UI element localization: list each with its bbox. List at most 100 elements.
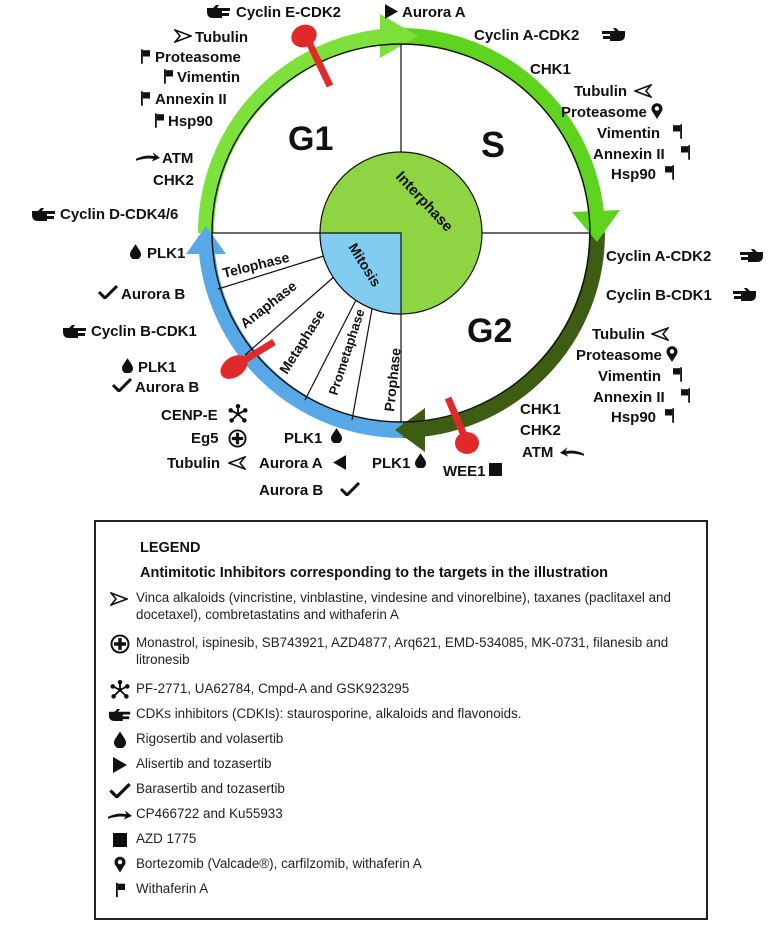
legend-box: LEGEND Antimitotic Inhibitors correspond… <box>94 520 708 920</box>
proteasome-label-s: Proteasome <box>561 104 647 121</box>
divider-prometa-pro <box>351 308 373 421</box>
s-arrowhead <box>572 210 620 242</box>
drop-icon <box>122 358 133 373</box>
cyclin-d-label: Cyclin D-CDK4/6 <box>60 206 178 223</box>
checkmark-icon <box>112 378 132 392</box>
legend-subtitle: Antimitotic Inhibitors corresponding to … <box>140 565 609 581</box>
pointing-hand-icon <box>32 208 55 221</box>
legend-item: CDKs inhibitors (CDKIs): staurosporine, … <box>108 705 698 725</box>
legend-item-text: Vinca alkaloids (vincristine, vinblastin… <box>136 590 671 622</box>
drop-icon <box>331 428 342 443</box>
divider-meta-prometa <box>304 299 357 401</box>
drop-icon <box>114 731 126 748</box>
cenp-e-label: CENP-E <box>161 407 218 424</box>
chk1-label-s: CHK1 <box>530 61 571 78</box>
proteasome-label-g1: Proteasome <box>155 49 241 66</box>
drop-icon <box>415 453 426 468</box>
atm-label-g2: ATM <box>522 444 553 461</box>
open-triangle-icon <box>651 327 669 341</box>
metaphase-label: Metaphase <box>276 307 328 377</box>
checkmark-icon <box>340 482 360 496</box>
tubulin-label-g2: Tubulin <box>592 326 645 343</box>
filled-triangle-icon <box>385 4 398 19</box>
legend-item: Rigosertib and volasertib <box>108 730 698 750</box>
circle-plus-icon <box>228 429 247 448</box>
mitosis-arrowhead <box>186 226 226 254</box>
legend-item: Monastrol, ispinesib, SB743921, AZD4877,… <box>108 634 698 668</box>
annexin-label-g2: Annexin II <box>593 389 665 406</box>
mitosis-phase-arc <box>198 235 404 438</box>
map-pin-icon <box>666 346 678 362</box>
cyclin-b-cdk1-label-g2: Cyclin B-CDK1 <box>606 287 712 304</box>
pointing-hand-icon <box>733 288 756 301</box>
s-label: S <box>481 124 505 165</box>
tubulin-label-s: Tubulin <box>574 83 627 100</box>
cyclin-a-cdk2-label-top: Cyclin A-CDK2 <box>474 27 579 44</box>
vimentin-label-s: Vimentin <box>597 125 660 142</box>
legend-item: PF-2771, UA62784, Cmpd-A and GSK923295 <box>108 680 698 700</box>
tubulin-label-left: Tubulin <box>167 455 220 472</box>
plk1-label-left: PLK1 <box>147 245 185 262</box>
inhibitor-mitosis <box>220 339 276 379</box>
flag-icon <box>673 124 682 139</box>
annexin-label-s: Annexin II <box>593 146 665 163</box>
aurora-b-label-bottom: Aurora B <box>259 482 323 499</box>
divider-telo-ana <box>217 254 328 290</box>
telophase-label: Telophase <box>221 249 291 281</box>
open-triangle-icon <box>228 456 246 470</box>
flag-icon <box>116 882 125 898</box>
cyclin-a-cdk2-label-g2: Cyclin A-CDK2 <box>606 248 711 265</box>
legend-item-text: AZD 1775 <box>136 831 197 846</box>
divider-ana-meta <box>244 274 337 356</box>
pointing-hand-icon <box>108 708 131 721</box>
g2-arrowhead <box>395 408 425 452</box>
pointing-hand-icon <box>63 325 86 338</box>
vimentin-label-g2: Vimentin <box>598 368 661 385</box>
legend-item: AZD 1775 <box>108 830 698 850</box>
square-icon <box>113 833 127 847</box>
vimentin-label-g1: Vimentin <box>177 69 240 86</box>
pointing-hand-icon <box>740 249 763 262</box>
filled-triangle-icon <box>333 455 346 470</box>
wee1-label: WEE1 <box>443 463 486 480</box>
g1-phase-arc <box>198 28 401 234</box>
g2-label: G2 <box>467 312 512 350</box>
legend-item: Vinca alkaloids (vincristine, vinblastin… <box>108 589 698 623</box>
chk2-label-g2: CHK2 <box>520 422 561 439</box>
open-triangle-icon <box>634 84 652 98</box>
flag-icon <box>665 408 674 423</box>
aurora-b-label-left: Aurora B <box>121 286 185 303</box>
cell-cycle-diagram: G1 S G2 Interphase Mitosis Telophase Ana… <box>32 4 763 499</box>
cyclin-b-cdk1-label-left: Cyclin B-CDK1 <box>91 323 197 340</box>
star-burst-icon <box>228 404 248 424</box>
legend-heading: LEGEND <box>140 540 201 556</box>
legend-item: CP466722 and Ku55933 <box>108 805 698 825</box>
g2-phase-arc <box>402 232 605 438</box>
tubulin-label-g1: Tubulin <box>195 29 248 46</box>
map-pin-icon <box>114 856 126 873</box>
legend-item-text: PF-2771, UA62784, Cmpd-A and GSK923295 <box>136 681 410 696</box>
inhibitor-g1 <box>291 24 334 88</box>
map-pin-icon <box>651 103 663 119</box>
prometaphase-label: Prometaphase <box>326 307 368 397</box>
flag-icon <box>665 165 674 180</box>
hsp90-label-g2: Hsp90 <box>611 409 656 426</box>
filled-triangle-icon <box>113 757 127 773</box>
open-triangle-icon <box>174 29 192 43</box>
atm-label-g1: ATM <box>162 150 193 167</box>
pointing-hand-icon <box>207 5 230 18</box>
hsp90-label-s: Hsp90 <box>611 166 656 183</box>
circle-plus-icon <box>110 634 130 654</box>
plk1-label-bottom-a: PLK1 <box>372 455 410 472</box>
open-triangle-icon <box>110 592 128 606</box>
plk1-label-left-b: PLK1 <box>138 359 176 376</box>
anaphase-label: Anaphase <box>237 277 300 331</box>
plk1-label-bottom-b: PLK1 <box>284 430 322 447</box>
aurora-a-label-bottom: Aurora A <box>259 455 323 472</box>
g1-arrowhead <box>380 14 418 58</box>
legend-item-text: Monastrol, ispinesib, SB743921, AZD4877,… <box>136 635 669 667</box>
g1-label: G1 <box>288 120 333 158</box>
legend-item-text: Barasertib and tozasertib <box>136 781 285 796</box>
chk2-label-g1: CHK2 <box>153 172 194 189</box>
annexin-label-g1: Annexin II <box>155 91 227 108</box>
